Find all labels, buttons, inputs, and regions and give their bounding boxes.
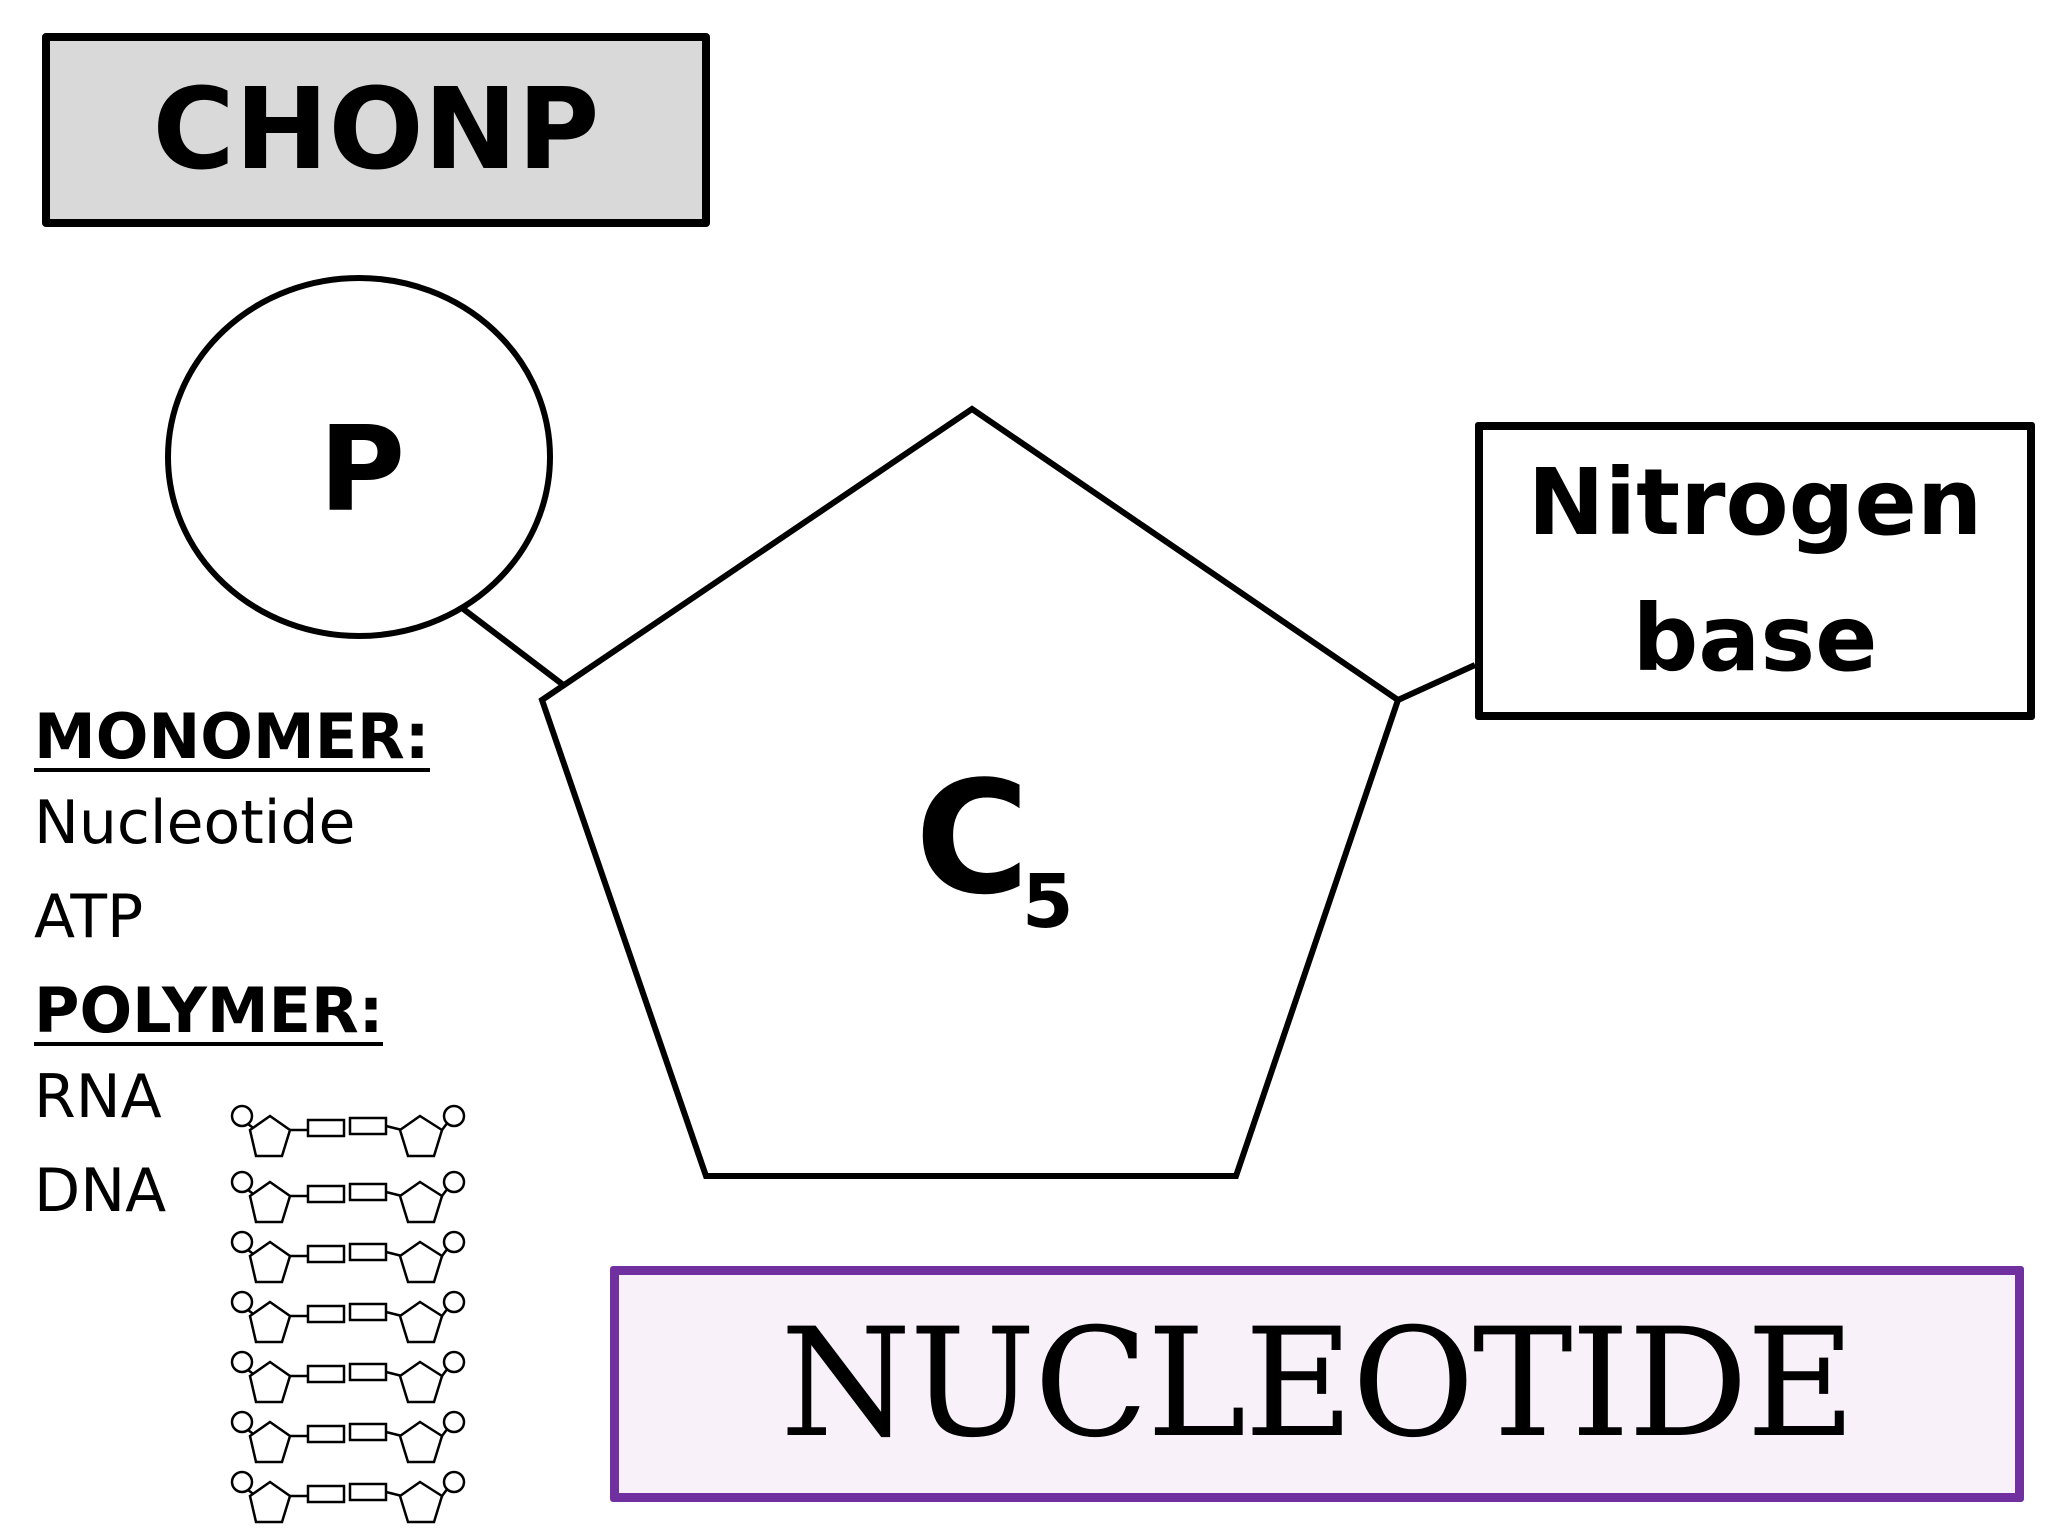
title-box: NUCLEOTIDE — [610, 1266, 2024, 1502]
monomer-item-atp: ATP — [34, 882, 144, 952]
nitrogen-base-line1: Nitrogen — [1527, 449, 1983, 556]
sugar-label: C — [915, 747, 1030, 929]
dna-rung — [230, 1230, 466, 1284]
dna-rung-part — [398, 1240, 444, 1284]
polymer-item-dna: DNA — [34, 1156, 167, 1226]
dna-rung-part — [442, 1230, 466, 1254]
monomer-heading: MONOMER: — [34, 690, 430, 773]
dna-rung-part — [442, 1170, 466, 1194]
phosphate-circle — [165, 275, 553, 639]
title-text: NUCLEOTIDE — [780, 1297, 1856, 1471]
dna-rung-part — [248, 1480, 292, 1524]
dna-rung-part — [230, 1410, 254, 1434]
dna-rung-part — [306, 1484, 346, 1504]
dna-rung-part — [248, 1240, 292, 1284]
dna-rung-part — [230, 1170, 254, 1194]
dna-rung — [230, 1290, 466, 1344]
nitrogen-base-box: Nitrogen base — [1475, 422, 2035, 720]
dna-rung-part — [398, 1480, 444, 1524]
dna-rung-part — [398, 1114, 444, 1158]
phosphate-sugar-bond — [460, 605, 568, 690]
dna-rung-part — [230, 1350, 254, 1374]
dna-rung-part — [306, 1184, 346, 1204]
dna-rung-part — [248, 1420, 292, 1464]
dna-rung-part — [442, 1410, 466, 1434]
dna-rung-part — [442, 1470, 466, 1494]
dna-ladder-icon — [230, 1104, 466, 1524]
dna-rung-part — [348, 1242, 388, 1262]
dna-rung-part — [248, 1360, 292, 1404]
elements-label: CHONP — [152, 65, 600, 195]
dna-rung-part — [230, 1104, 254, 1128]
dna-rung-part — [230, 1290, 254, 1314]
dna-rung-part — [442, 1350, 466, 1374]
dna-rung-part — [306, 1364, 346, 1384]
dna-rung-part — [348, 1182, 388, 1202]
dna-rung-part — [442, 1104, 466, 1128]
sugar-pentagon — [538, 405, 1402, 1179]
dna-rung-part — [442, 1290, 466, 1314]
dna-rung-part — [230, 1230, 254, 1254]
monomer-item-nucleotide: Nucleotide — [34, 788, 356, 858]
dna-rung-part — [398, 1180, 444, 1224]
sugar-base-bond — [1396, 662, 1477, 703]
polymer-heading: POLYMER: — [34, 964, 384, 1047]
dna-rung-part — [398, 1300, 444, 1344]
elements-header-box: CHONP — [42, 33, 710, 227]
dna-rung-part — [248, 1300, 292, 1344]
phosphate-label: P — [319, 400, 405, 538]
dna-rung — [230, 1104, 466, 1158]
dna-rung-part — [248, 1180, 292, 1224]
dna-rung-part — [230, 1470, 254, 1494]
nitrogen-base-line2: base — [1632, 585, 1878, 692]
dna-rung-part — [398, 1360, 444, 1404]
dna-rung-part — [348, 1422, 388, 1442]
dna-rung-part — [306, 1118, 346, 1138]
dna-rung-part — [348, 1362, 388, 1382]
dna-rung-part — [306, 1424, 346, 1444]
dna-rung-part — [306, 1304, 346, 1324]
dna-rung — [230, 1170, 466, 1224]
sugar-subscript: 5 — [1022, 859, 1074, 945]
dna-rung — [230, 1410, 466, 1464]
dna-rung — [230, 1350, 466, 1404]
dna-rung-part — [348, 1302, 388, 1322]
dna-rung-part — [348, 1482, 388, 1502]
legend: MONOMER: Nucleotide ATP POLYMER: RNA DNA — [34, 690, 430, 1238]
dna-rung-part — [398, 1420, 444, 1464]
dna-rung-part — [306, 1244, 346, 1264]
dna-rung — [230, 1470, 466, 1524]
dna-rung-part — [248, 1114, 292, 1158]
polymer-item-rna: RNA — [34, 1062, 162, 1132]
dna-rung-part — [348, 1116, 388, 1136]
